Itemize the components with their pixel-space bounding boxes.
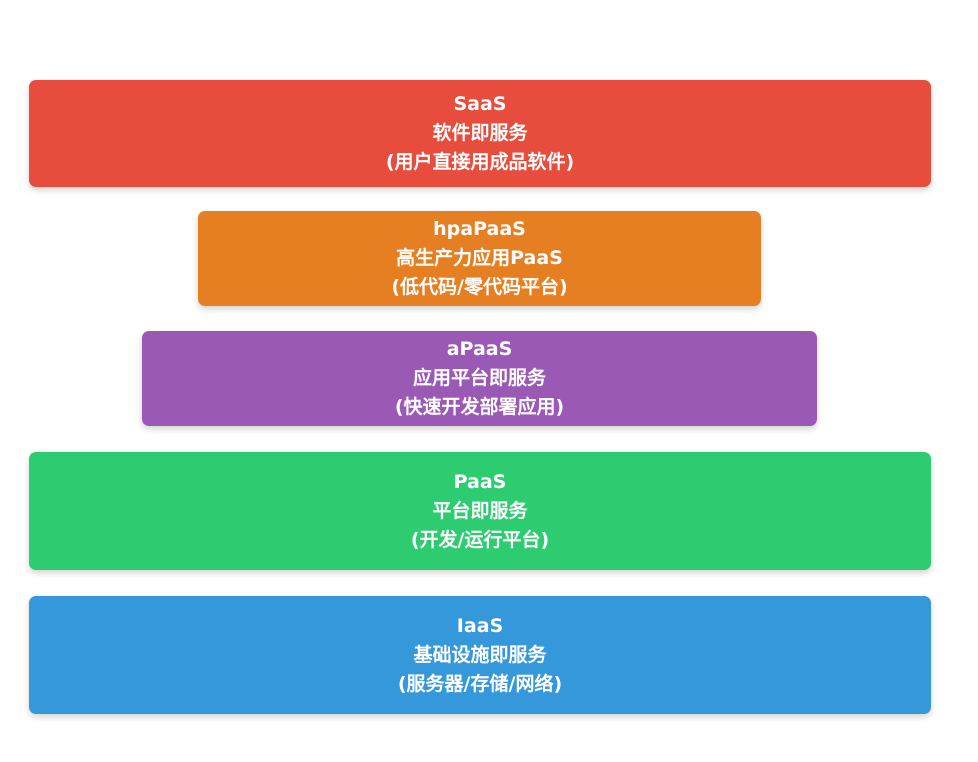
layer-apaas-name: aPaaS (446, 338, 513, 360)
layer-paas: PaaS 平台即服务 (开发/运行平台) (29, 452, 931, 570)
layer-hpapaas-title: 高生产力应用PaaS (396, 247, 563, 269)
layer-saas-name: SaaS (453, 93, 507, 115)
layer-iaas-title: 基础设施即服务 (413, 643, 547, 666)
layer-apaas: aPaaS 应用平台即服务 (快速开发部署应用) (142, 331, 817, 426)
layer-iaas: IaaS 基础设施即服务 (服务器/存储/网络) (29, 596, 931, 714)
layer-hpapaas: hpaPaaS 高生产力应用PaaS (低代码/零代码平台) (198, 211, 761, 306)
layer-paas-title: 平台即服务 (432, 499, 528, 522)
layer-hpapaas-desc: (低代码/零代码平台) (391, 276, 568, 298)
layer-iaas-desc: (服务器/存储/网络) (397, 672, 563, 695)
layer-paas-desc: (开发/运行平台) (410, 528, 550, 551)
layer-saas: SaaS 软件即服务 (用户直接用成品软件) (29, 80, 931, 187)
layer-paas-name: PaaS (453, 470, 507, 493)
layer-iaas-name: IaaS (456, 614, 504, 637)
layer-saas-desc: (用户直接用成品软件) (385, 151, 575, 173)
layer-hpapaas-name: hpaPaaS (433, 218, 526, 240)
layer-apaas-title: 应用平台即服务 (412, 367, 546, 389)
layer-saas-title: 软件即服务 (432, 122, 528, 144)
layer-apaas-desc: (快速开发部署应用) (394, 396, 565, 418)
